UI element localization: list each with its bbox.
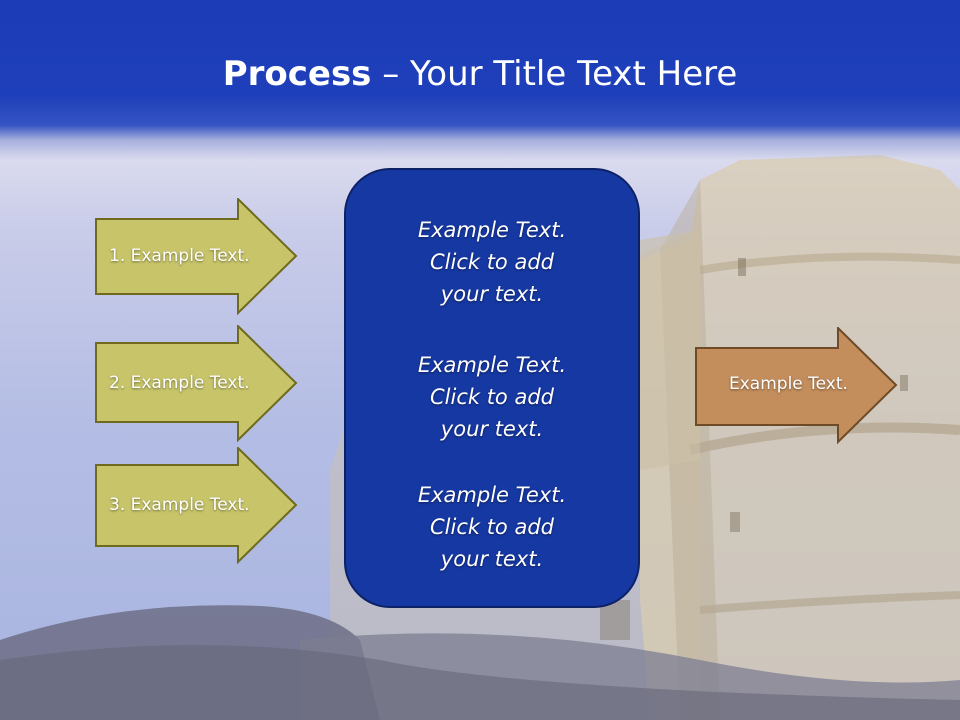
center-text-line: Example Text. (417, 353, 567, 377)
center-text-block-2: Example Text. Click to add your text. (346, 349, 638, 445)
input-arrow-3[interactable]: 3. Example Text. (95, 447, 300, 565)
center-text-line: Example Text. (417, 483, 567, 507)
arrow-right-icon (95, 198, 298, 316)
center-process-box[interactable]: Example Text. Click to add your text. Ex… (344, 168, 640, 608)
center-text-line: Example Text. (417, 218, 567, 242)
center-text-block-1: Example Text. Click to add your text. (346, 214, 638, 310)
arrow-right-icon (95, 325, 298, 443)
title-strong: Process (222, 54, 372, 94)
input-arrow-1[interactable]: 1. Example Text. (95, 198, 300, 316)
arrow-right-icon (695, 327, 898, 445)
title-rest: – Your Title Text Here (371, 54, 738, 94)
arrow-right-icon (95, 447, 298, 565)
slide-title[interactable]: Process – Your Title Text Here (0, 52, 960, 96)
center-text-line: Click to add (429, 385, 554, 409)
center-text-block-3: Example Text. Click to add your text. (346, 479, 638, 575)
center-text-line: Click to add (429, 250, 554, 274)
input-arrow-label: 1. Example Text. (109, 246, 250, 266)
center-text-line: your text. (440, 282, 544, 306)
input-arrow-2[interactable]: 2. Example Text. (95, 325, 300, 443)
title-band (0, 0, 960, 160)
output-arrow-label: Example Text. (729, 374, 848, 394)
output-arrow[interactable]: Example Text. (695, 327, 900, 445)
center-text-line: Click to add (429, 515, 554, 539)
center-text-line: your text. (440, 417, 544, 441)
input-arrow-label: 2. Example Text. (109, 373, 250, 393)
input-arrow-label: 3. Example Text. (109, 495, 250, 515)
center-text-line: your text. (440, 547, 544, 571)
